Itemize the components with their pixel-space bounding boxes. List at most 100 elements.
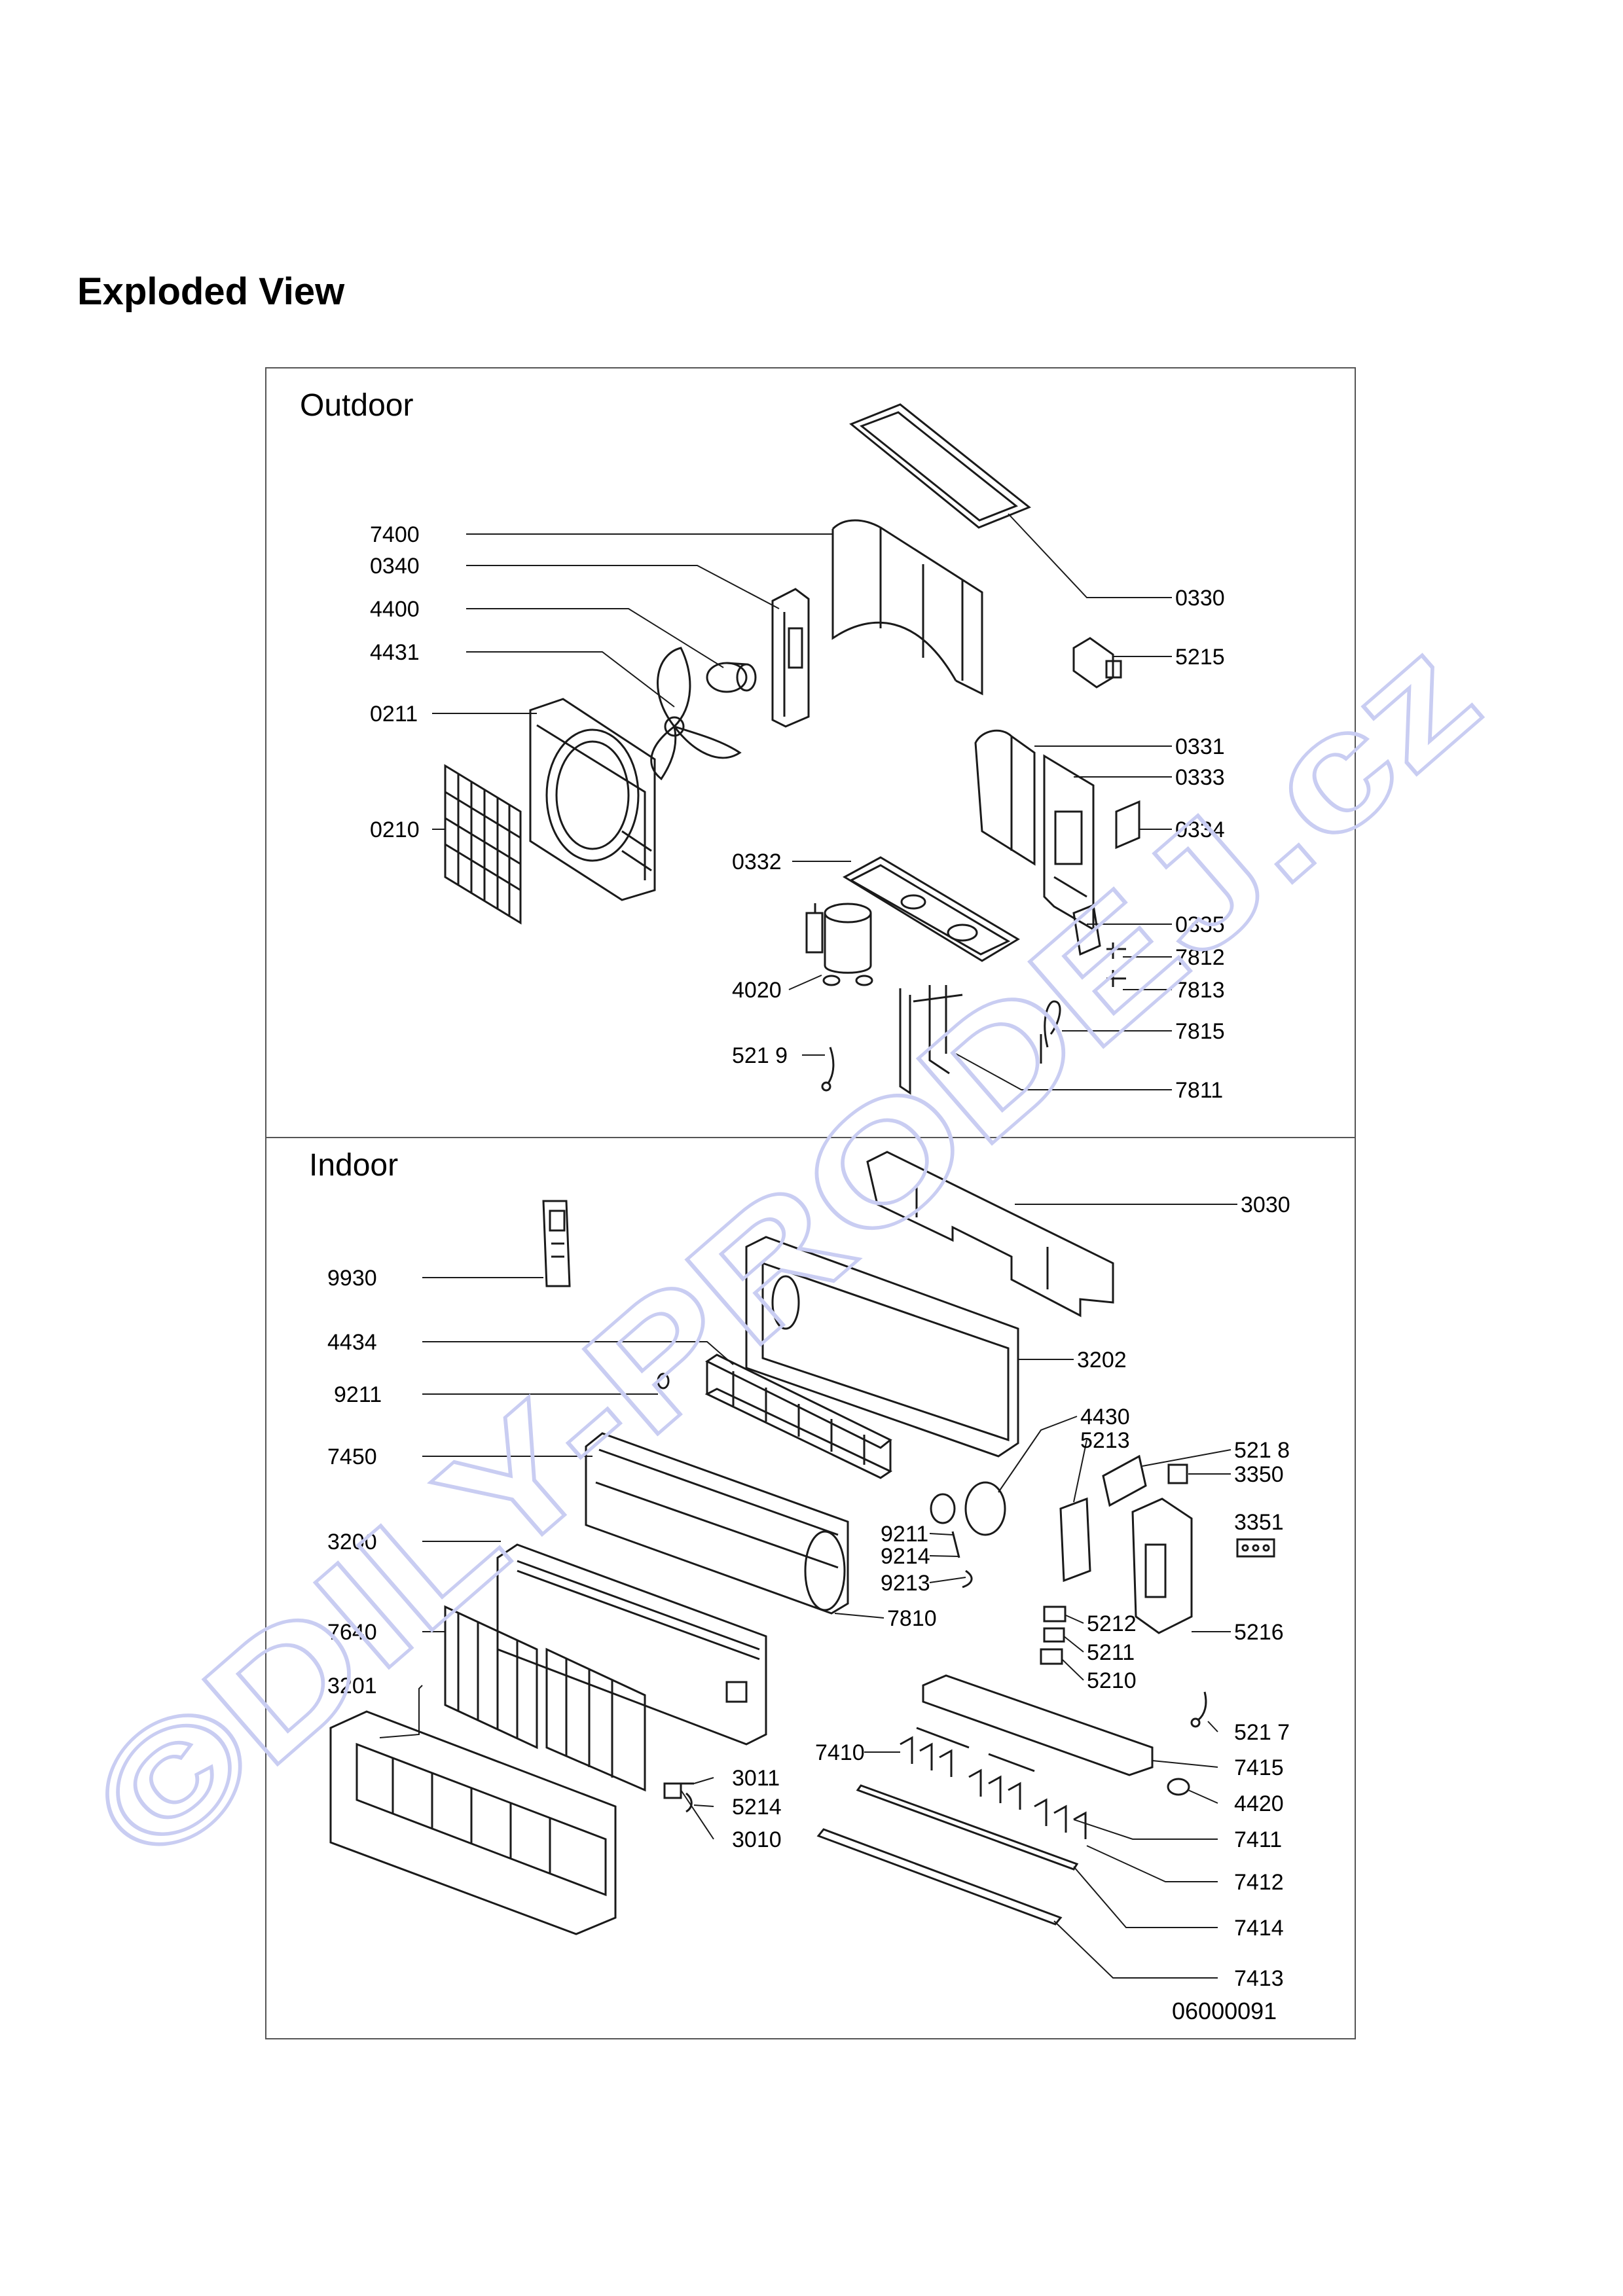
part-5219 [821, 1047, 835, 1092]
part-5211 [1043, 1627, 1065, 1643]
part-horizontal-louver [816, 1828, 1063, 1926]
part-label: 0335 [1175, 912, 1225, 937]
part-label: 5212 [1087, 1611, 1137, 1636]
part-5218 [1102, 1454, 1147, 1507]
part-mounting-plate [866, 1151, 1114, 1318]
part-label: 0211 [370, 702, 418, 726]
part-9213 [962, 1570, 973, 1588]
part-louvers [900, 1727, 1087, 1839]
part-label: 7414 [1234, 1916, 1284, 1941]
part-indoor-motor [930, 1481, 1006, 1536]
part-fan-motor [706, 662, 757, 693]
part-filter [444, 1605, 646, 1792]
section-title-outdoor: Outdoor [300, 388, 414, 423]
part-3351 [1236, 1538, 1275, 1558]
part-label: 4434 [327, 1330, 377, 1355]
part-label: 7411 [1234, 1827, 1282, 1852]
part-partition [771, 588, 810, 728]
part-chassis [745, 1236, 1019, 1458]
part-small-cover [1115, 800, 1140, 850]
drawing-code: 06000091 [1172, 1998, 1277, 2024]
part-evaporator [585, 1432, 849, 1615]
part-electrical-box [1131, 1498, 1193, 1634]
part-front-grille [329, 1710, 617, 1935]
page-title: Exploded View [77, 270, 345, 313]
part-label: 7412 [1234, 1870, 1284, 1895]
part-side-panel [974, 729, 1036, 866]
diagram-frame [265, 367, 1356, 2039]
part-label: 3201 [327, 1674, 377, 1698]
part-label: 4430 [1080, 1405, 1130, 1429]
part-label: 5214 [732, 1795, 782, 1820]
part-label: 4020 [732, 978, 782, 1003]
part-label: 5211 [1087, 1640, 1135, 1665]
part-label: 5216 [1234, 1620, 1284, 1645]
part-label: 7413 [1234, 1966, 1284, 1991]
part-label: 0331 [1175, 734, 1225, 759]
part-label: 7415 [1234, 1755, 1284, 1780]
part-5210 [1040, 1648, 1063, 1665]
section-divider [265, 1137, 1356, 1138]
part-9214 [951, 1531, 960, 1558]
part-compressor [805, 903, 873, 986]
part-front-panel [529, 698, 656, 901]
part-label: 0340 [370, 554, 420, 579]
part-step-motor [1167, 1778, 1190, 1796]
part-3350 [1167, 1463, 1188, 1484]
part-base-pan [842, 856, 1020, 962]
part-label: 3010 [732, 1827, 782, 1852]
part-label: 3011 [732, 1766, 780, 1791]
part-label: 0332 [732, 850, 782, 874]
section-title-indoor: Indoor [309, 1148, 399, 1183]
part-label: 521 8 [1234, 1438, 1290, 1463]
part-label: 3351 [1234, 1510, 1284, 1535]
part-label: 7812 [1175, 945, 1225, 970]
part-bearing [657, 1372, 670, 1390]
part-crossflow-fan [704, 1354, 893, 1479]
part-label: 7810 [887, 1606, 937, 1631]
part-label: 7811 [1175, 1078, 1223, 1103]
part-5213 [1059, 1497, 1091, 1583]
part-label: 7640 [327, 1620, 377, 1645]
part-label: 4400 [370, 597, 420, 622]
part-valve-7813 [1106, 970, 1126, 987]
part-0335 [1072, 903, 1101, 956]
part-label: 7813 [1175, 978, 1225, 1003]
part-label: 3200 [327, 1530, 377, 1554]
part-label: 3350 [1234, 1462, 1284, 1487]
part-cabinet [831, 519, 983, 696]
part-label: 5213 [1080, 1428, 1130, 1453]
part-label: 3030 [1241, 1193, 1290, 1217]
part-label: 521 7 [1234, 1720, 1290, 1745]
part-5217 [1190, 1691, 1207, 1728]
part-link-bar [856, 1784, 1079, 1871]
part-sensor-cable [1040, 1000, 1061, 1064]
part-label: 0330 [1175, 586, 1225, 611]
part-5214 [685, 1792, 693, 1813]
outdoor-label-group: 7400 0340 4400 4431 0211 0210 0330 5215 … [370, 522, 1225, 1103]
part-label: 5215 [1175, 645, 1225, 670]
part-remote [542, 1200, 571, 1287]
part-label: 7815 [1175, 1019, 1225, 1044]
part-label: 4431 [370, 640, 420, 665]
part-label: 4420 [1234, 1791, 1284, 1816]
part-label: 5210 [1087, 1668, 1137, 1693]
part-piping [899, 985, 963, 1095]
part-label: 7450 [327, 1444, 377, 1469]
part-label: 9930 [327, 1266, 377, 1291]
part-label: 9214 [881, 1544, 930, 1569]
part-top-cover [849, 403, 1031, 529]
part-label: 0334 [1175, 817, 1225, 842]
part-5212 [1043, 1605, 1067, 1623]
part-label: 7400 [370, 522, 420, 547]
part-label: 0333 [1175, 765, 1225, 790]
part-drain-pan [922, 1674, 1154, 1776]
part-label: 7410 [815, 1740, 865, 1765]
part-valve-7812 [1106, 942, 1126, 959]
part-5215 [1072, 637, 1122, 689]
part-control-panel [1043, 754, 1095, 931]
part-label: 9211 [881, 1522, 928, 1547]
part-3010 [663, 1782, 682, 1799]
part-label: 9211 [334, 1382, 382, 1407]
